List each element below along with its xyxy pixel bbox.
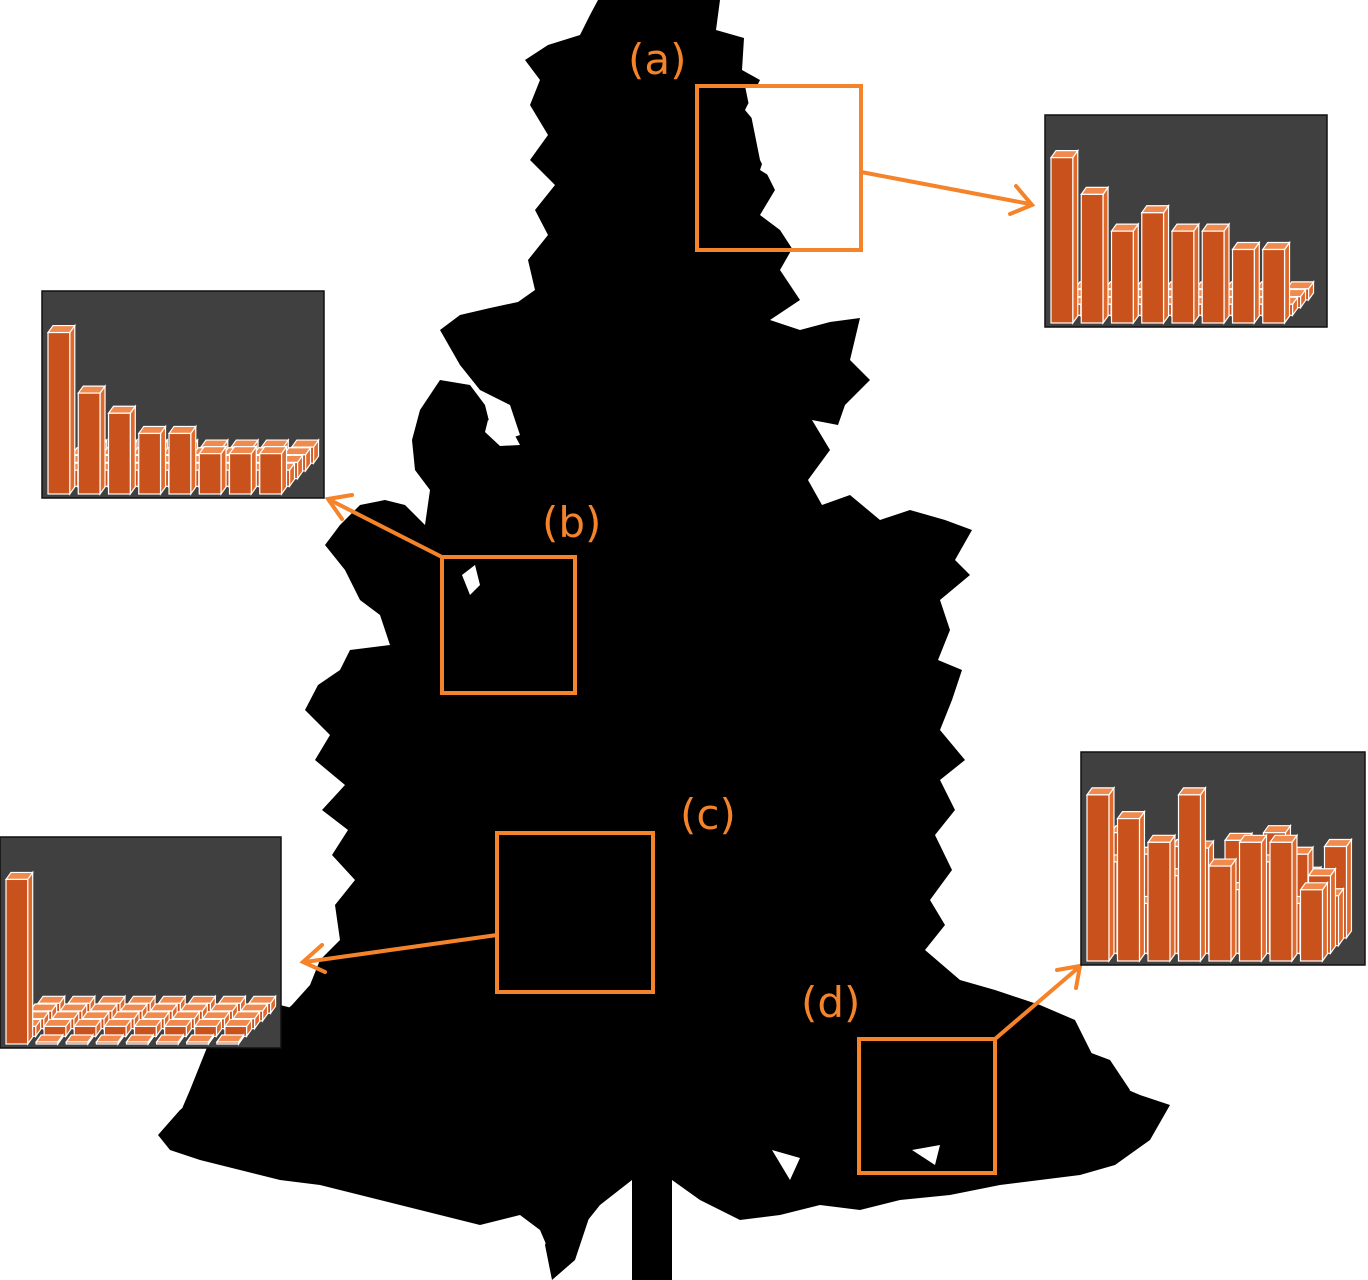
histogram-bar bbox=[155, 1033, 185, 1046]
histogram-bar bbox=[1085, 785, 1116, 963]
histogram-inset-a bbox=[1044, 114, 1328, 328]
histogram-bar bbox=[95, 1033, 125, 1046]
tree-lower-branches bbox=[175, 990, 1130, 1195]
histogram-bar bbox=[46, 323, 76, 496]
histogram-bar bbox=[125, 1033, 155, 1046]
histogram-bar bbox=[198, 444, 228, 496]
histogram-bar bbox=[228, 444, 258, 496]
histogram-inset-c bbox=[0, 836, 282, 1049]
histogram-bar bbox=[1080, 185, 1110, 325]
label-d: (d) bbox=[801, 978, 860, 1027]
histogram-bar bbox=[34, 1033, 64, 1046]
histogram-bar bbox=[1268, 833, 1299, 963]
histogram-bar bbox=[1261, 240, 1291, 325]
histogram-bar bbox=[1146, 833, 1177, 963]
connector-arrows bbox=[299, 170, 1083, 1041]
histogram-bar-back bbox=[223, 1017, 253, 1039]
label-c: (c) bbox=[680, 790, 736, 839]
histogram-bar-back bbox=[42, 1017, 72, 1039]
region-box-a bbox=[695, 84, 863, 252]
arrow-a bbox=[859, 170, 1036, 216]
tree-gaps bbox=[462, 86, 940, 1180]
highlight-boxes bbox=[440, 84, 997, 1175]
histogram-bar-back bbox=[103, 1017, 133, 1039]
histogram-bar bbox=[1177, 785, 1207, 963]
histogram-bar bbox=[137, 424, 167, 496]
arrow-d bbox=[993, 963, 1083, 1041]
histogram-bar-back bbox=[193, 1017, 223, 1039]
histogram-bar bbox=[167, 424, 197, 496]
histogram-bar bbox=[258, 444, 288, 496]
histogram-bar bbox=[1299, 880, 1329, 963]
histogram-bar bbox=[215, 1033, 245, 1046]
histogram-bar-back bbox=[73, 1017, 103, 1039]
histogram-bar bbox=[1116, 809, 1146, 963]
histogram-bar-back bbox=[133, 1017, 163, 1039]
histogram-bar-back bbox=[163, 1017, 193, 1039]
histogram-bar bbox=[1170, 222, 1200, 325]
region-box-c bbox=[495, 831, 655, 994]
histogram-bar bbox=[1238, 833, 1268, 963]
histogram-bar bbox=[77, 384, 107, 496]
histogram-inset-b bbox=[41, 290, 325, 499]
histogram-bar bbox=[185, 1033, 215, 1046]
histogram-bar bbox=[65, 1033, 95, 1046]
label-a: (a) bbox=[628, 35, 687, 84]
histogram-bar bbox=[107, 404, 137, 496]
arrow-c bbox=[299, 933, 499, 974]
histogram-bar bbox=[4, 870, 34, 1046]
tree-silhouette bbox=[158, 0, 1170, 1280]
histogram-bar bbox=[1140, 203, 1170, 325]
region-box-b bbox=[440, 555, 577, 695]
histogram-bar bbox=[1201, 222, 1231, 325]
label-b: (b) bbox=[542, 498, 601, 547]
histogram-bar bbox=[1207, 857, 1238, 963]
arrow-b bbox=[324, 493, 444, 559]
tree-root-flare bbox=[545, 1200, 590, 1280]
histogram-bar bbox=[1231, 240, 1261, 325]
histogram-bar bbox=[1049, 148, 1079, 325]
histogram-inset-d bbox=[1080, 751, 1366, 966]
region-box-d bbox=[857, 1037, 997, 1175]
histogram-bar bbox=[1110, 222, 1140, 325]
